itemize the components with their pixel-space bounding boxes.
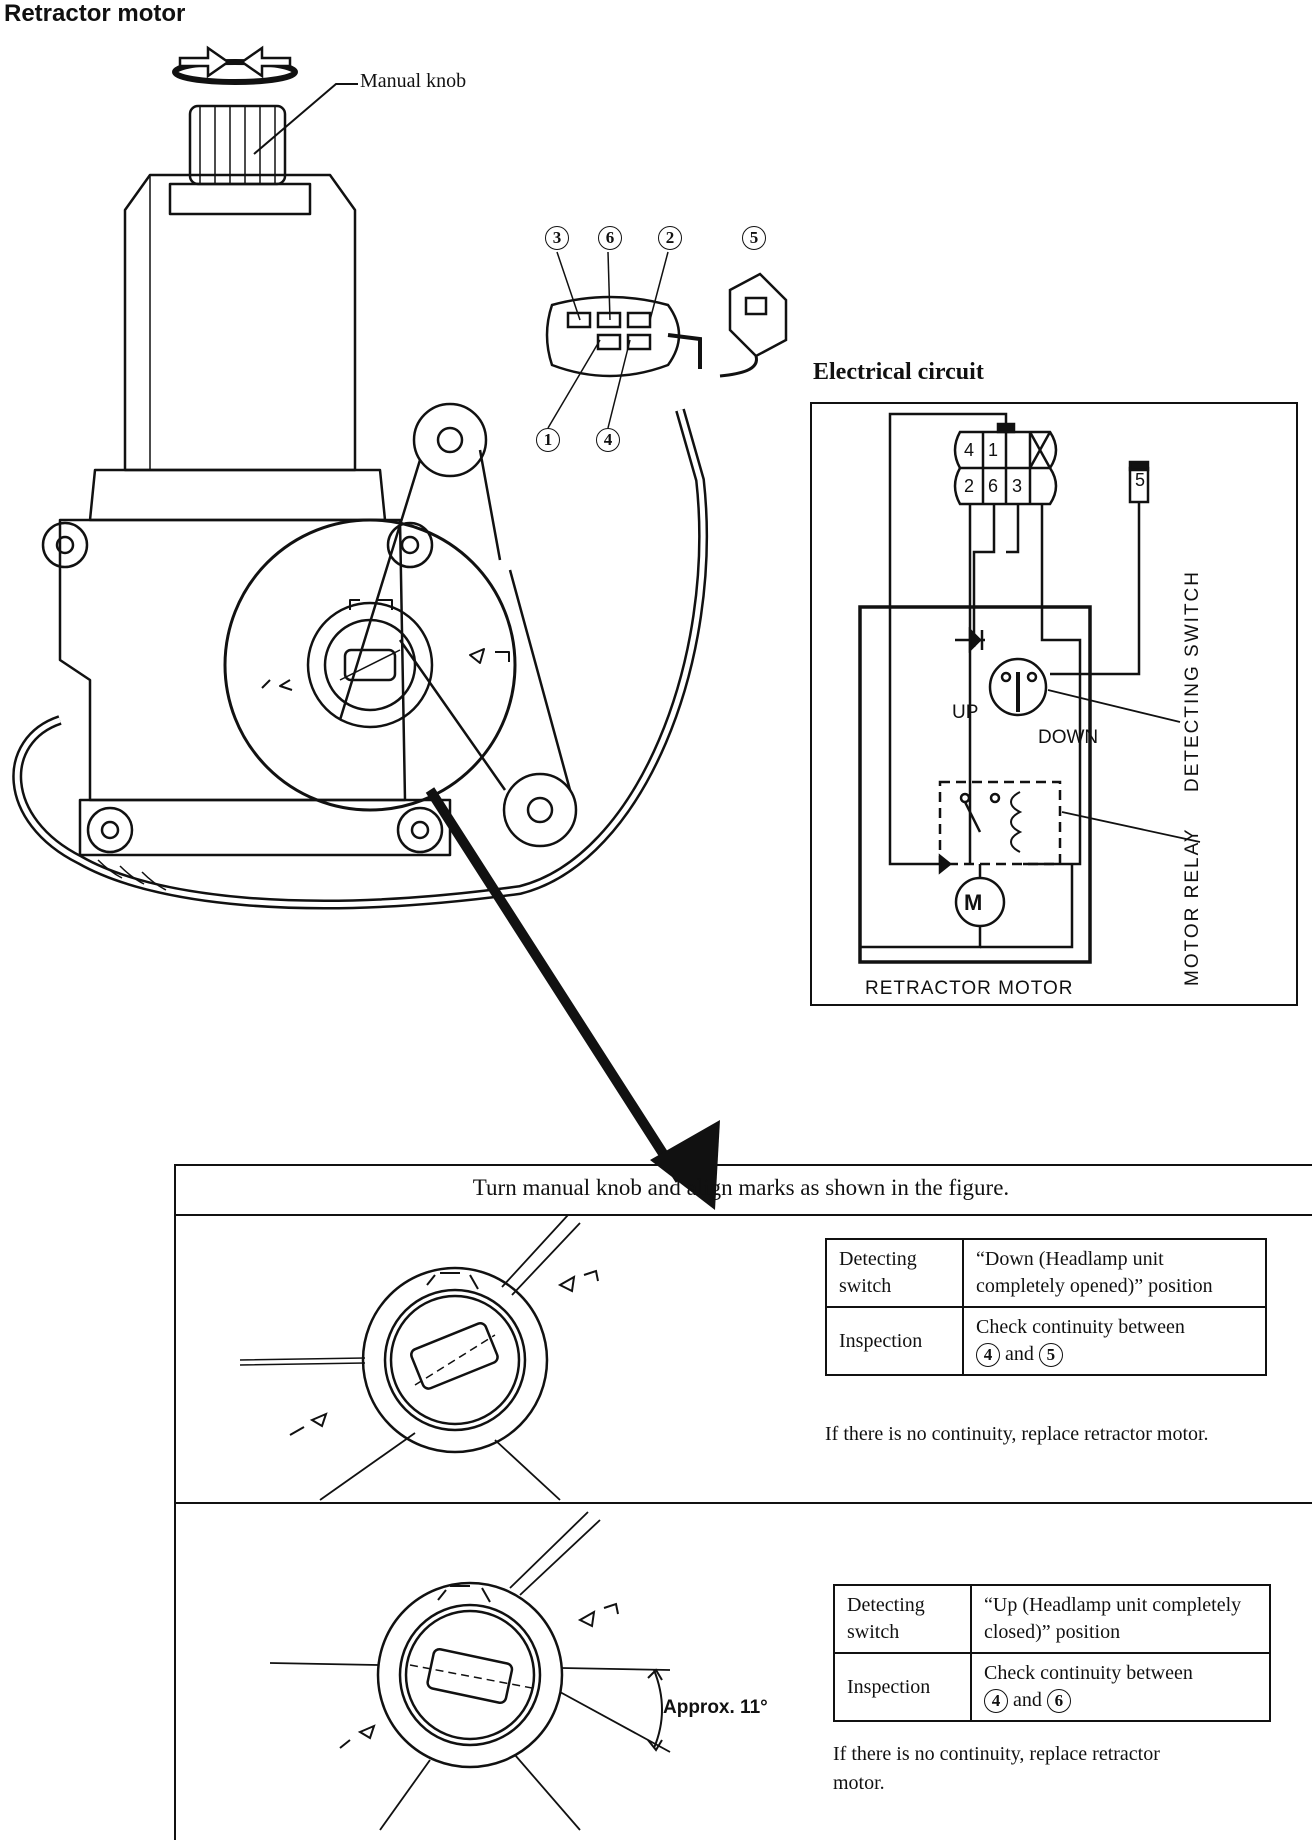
- pin-1-label: 1: [536, 428, 560, 452]
- pin-1-cell: 1: [988, 440, 999, 460]
- pin-4-cell: 4: [964, 440, 975, 460]
- electrical-circuit-title: Electrical circuit: [813, 359, 984, 385]
- pin-5-cell: 5: [1135, 470, 1146, 490]
- pin-3-label: 3: [545, 226, 569, 250]
- inspection-cell: Inspection: [833, 1652, 972, 1722]
- knob-down-figure: [239, 1214, 599, 1501]
- up-label: UP: [952, 702, 979, 723]
- inspection-text: Check continuity between: [976, 1316, 1185, 1338]
- retractor-motor-label: RETRACTOR MOTOR: [865, 978, 1074, 999]
- knob-up-figure: [269, 1511, 671, 1831]
- procedure-panel: [174, 1164, 1312, 1840]
- pin-5-label: 5: [742, 226, 766, 250]
- table-row: Inspection Check continuity between 4 an…: [825, 1306, 1267, 1376]
- pin-a-badge: 4: [984, 1689, 1008, 1713]
- detecting-switch-cell: Detecting switch: [833, 1584, 972, 1654]
- detecting-switch-label: DETECTING SWITCH: [1182, 570, 1203, 792]
- pin-6-cell: 6: [988, 476, 999, 496]
- inspection-value-cell: Check continuity between 4 and 6: [970, 1652, 1271, 1722]
- pin-6-label: 6: [598, 226, 622, 250]
- table-row: Detecting switch “Up (Headlamp unit comp…: [833, 1584, 1271, 1654]
- pin-a-badge: 4: [976, 1343, 1000, 1367]
- connector-1pin: [719, 272, 788, 378]
- up-spec-table: Detecting switch “Up (Headlamp unit comp…: [833, 1584, 1271, 1722]
- inspection-value-cell: Check continuity between 4 and 5: [962, 1306, 1267, 1376]
- and-text: and: [1005, 1343, 1034, 1365]
- electrical-circuit-box: [810, 402, 1298, 1006]
- pin-b-badge: 5: [1038, 1343, 1063, 1367]
- connector-6pin: [545, 295, 702, 378]
- pin-b-badge: 6: [1046, 1689, 1071, 1713]
- down-label: DOWN: [1038, 727, 1099, 748]
- case-divider: [176, 1502, 1312, 1504]
- down-note: If there is no continuity, replace retra…: [825, 1423, 1209, 1445]
- manual-knob-leader: [253, 83, 358, 155]
- and-text: and: [1013, 1689, 1042, 1711]
- circuit-schematic: [858, 412, 1201, 964]
- pin-4-label: 4: [596, 428, 620, 452]
- angle-label: Approx. 11°: [663, 1697, 768, 1718]
- up-note: If there is no continuity, replace retra…: [833, 1743, 1160, 1794]
- table-row: Inspection Check continuity between 4 an…: [833, 1652, 1271, 1722]
- pin-2-cell: 2: [964, 476, 975, 496]
- motor-relay-label: MOTOR RELAY: [1182, 827, 1203, 986]
- manual-knob-label: Manual knob: [360, 70, 467, 92]
- down-spec-table: Detecting switch “Down (Headlamp unit co…: [825, 1238, 1267, 1376]
- pin-leaders: [547, 251, 669, 429]
- inspection-cell: Inspection: [825, 1306, 964, 1376]
- motor-symbol: M: [964, 890, 983, 915]
- retractor-motor-drawing: [12, 104, 720, 1210]
- detecting-switch-cell: Detecting switch: [825, 1238, 964, 1308]
- table-row: Detecting switch “Down (Headlamp unit co…: [825, 1238, 1267, 1308]
- pin-3-cell: 3: [1012, 476, 1023, 496]
- rotation-arrows-icon: [172, 45, 298, 85]
- procedure-heading: Turn manual knob and align marks as show…: [472, 1175, 1010, 1200]
- pin-2-label: 2: [658, 226, 682, 250]
- page-title: Retractor motor: [4, 0, 186, 27]
- heading-divider: [176, 1214, 1312, 1216]
- up-position-cell: “Up (Headlamp unit completely closed)” p…: [970, 1584, 1271, 1654]
- inspection-text: Check continuity between: [984, 1662, 1193, 1684]
- down-position-cell: “Down (Headlamp unit completely opened)”…: [962, 1238, 1267, 1308]
